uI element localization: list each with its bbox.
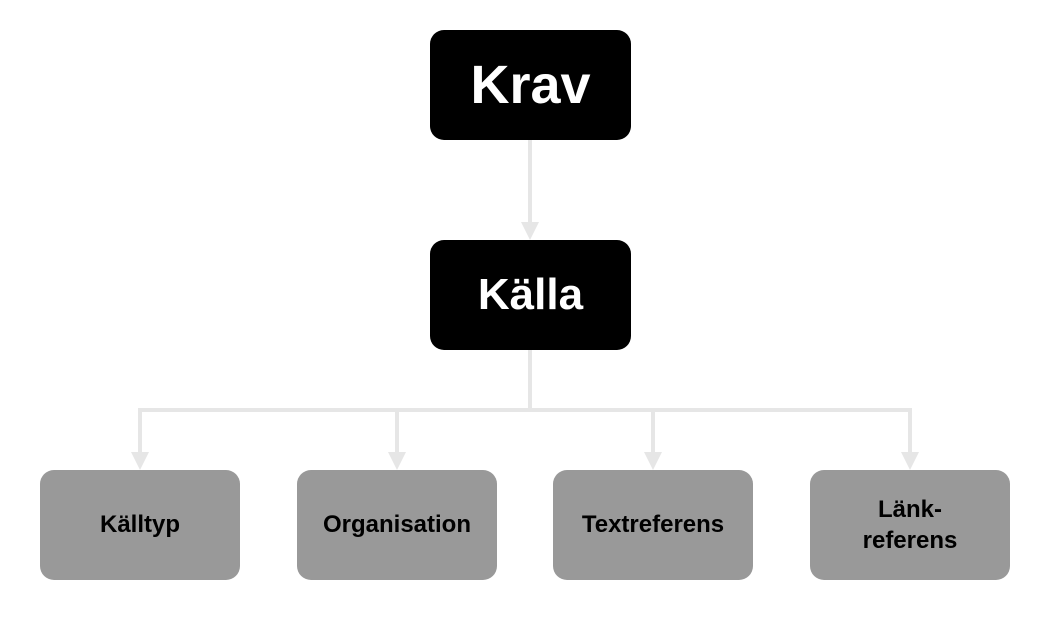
node-kalltyp: Källtyp xyxy=(40,470,240,580)
node-organisation: Organisation xyxy=(297,470,497,580)
node-label: Organisation xyxy=(322,511,472,539)
node-label: Länk- referens xyxy=(862,495,958,554)
arrowhead xyxy=(131,452,149,470)
connector-bus xyxy=(138,408,912,452)
node-label: Källa xyxy=(477,270,584,319)
node-lankreferens: Länk- referens xyxy=(810,470,1010,580)
arrowhead xyxy=(644,452,662,470)
arrowhead xyxy=(521,222,539,240)
arrowhead xyxy=(388,452,406,470)
node-label: Källtyp xyxy=(99,511,180,539)
node-textreferens: Textreferens xyxy=(553,470,753,580)
node-krav: Krav xyxy=(430,30,631,140)
node-kalla: Källa xyxy=(430,240,631,350)
arrowhead xyxy=(901,452,919,470)
node-label: Krav xyxy=(470,55,591,115)
node-label: Textreferens xyxy=(581,511,725,539)
